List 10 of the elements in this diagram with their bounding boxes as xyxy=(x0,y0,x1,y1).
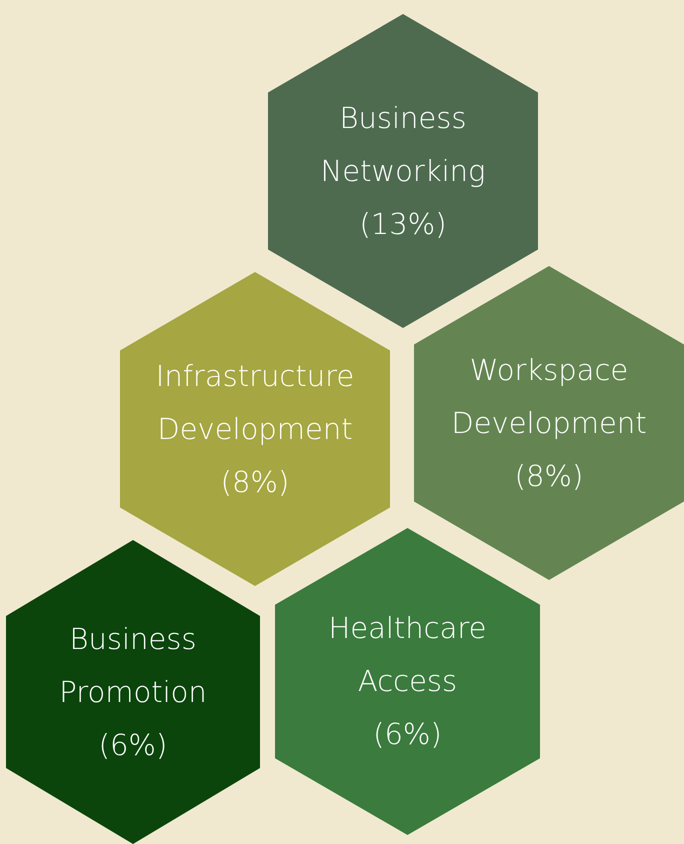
category-label: Healthcare Access xyxy=(327,610,488,700)
percentage-label: (13%) xyxy=(359,206,447,242)
percentage-label: (6%) xyxy=(98,726,168,764)
percentage-label: (6%) xyxy=(373,716,442,753)
category-label: Workspace Development xyxy=(450,352,648,442)
percentage-label: (8%) xyxy=(220,464,290,500)
percentage-label: (8%) xyxy=(514,458,584,494)
category-label: Business Promotion xyxy=(58,620,208,710)
category-label: Business Networking xyxy=(320,100,486,190)
category-label: Infrastructure Development xyxy=(154,358,356,448)
